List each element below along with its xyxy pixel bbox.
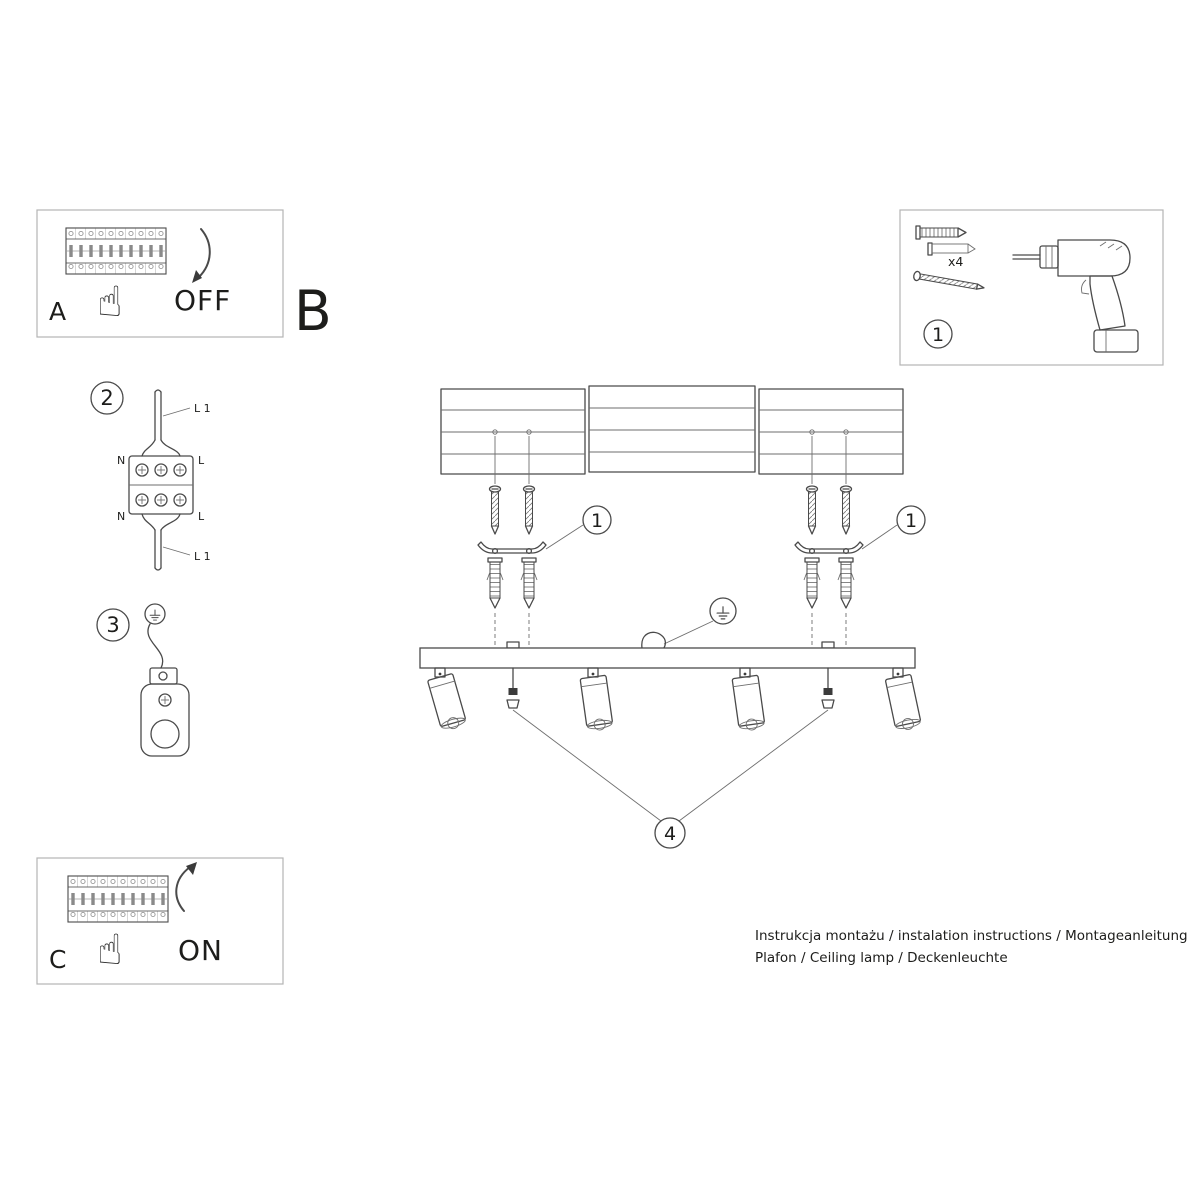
arrow-down-head-icon (192, 270, 202, 283)
arrow-down-icon (198, 228, 211, 278)
wire-top-cap (154, 389, 162, 393)
mounting-screw-icon (522, 485, 536, 535)
wiring-callout: 2 (100, 386, 113, 410)
bracket-left-callout-circle (582, 505, 612, 535)
spotlight-1 (426, 667, 468, 733)
grounding-callout: 3 (106, 613, 119, 637)
wire-bottom-cap (154, 567, 162, 571)
bar-mount-tab (506, 641, 520, 649)
footer-line1: Instrukcja montażu / instalation instruc… (755, 928, 1188, 944)
wiring-callout-circle (90, 381, 124, 415)
mounting-bracket-icon (477, 541, 547, 555)
circuit-breaker-icon (66, 874, 170, 924)
label-l-top: L (198, 454, 205, 467)
ground-leader (663, 620, 714, 645)
fixing-set-right: 1 (794, 436, 926, 646)
earth-symbol-icon (144, 603, 166, 625)
label-l-bottom: L (198, 510, 205, 523)
terminal-screw-icon (173, 493, 187, 507)
arrow-up-head-icon (186, 862, 197, 875)
panel-a-border (36, 209, 284, 338)
footer: Instrukcja montażu / instalation instruc… (755, 928, 1188, 966)
bolt-left-leader (512, 709, 662, 822)
ground-cable (641, 631, 667, 650)
wire-top-label: L 1 (194, 402, 211, 415)
panel-c: ☝ ON C (36, 857, 284, 985)
terminal-screw-icon (154, 493, 168, 507)
bracket-right-callout: 1 (905, 510, 917, 532)
parts-panel-border (899, 209, 1164, 366)
circuit-breaker-icon (64, 226, 168, 276)
screws-callout: 4 (664, 823, 676, 845)
spot-shade-icon (731, 674, 766, 733)
mounting-screw-icon (805, 485, 819, 535)
screws-callout-circle (654, 817, 686, 849)
terminal-screw-icon (135, 463, 149, 477)
wall-anchor-icon (520, 557, 538, 609)
hand-icon: ☝ (97, 925, 123, 974)
wire-bottom-label: L 1 (194, 550, 211, 563)
fixture-ground (641, 597, 737, 650)
screw-icon (913, 270, 985, 290)
spotlight-3 (731, 667, 766, 733)
section-b-label: B (294, 279, 332, 343)
terminal-screw-icon (135, 493, 149, 507)
on-label: ON (178, 934, 223, 967)
spot-shade-icon (426, 672, 468, 733)
plug-qty-label: x4 (948, 254, 963, 269)
bracket-left-leader (545, 524, 584, 550)
earth-glyph-icon (149, 609, 161, 621)
bar-mount-tab (821, 641, 835, 649)
terminal-screw-icon (173, 463, 187, 477)
fixing-bolt-icon (821, 667, 835, 709)
wall-anchor-icon (837, 557, 855, 609)
parts-callout-circle (923, 319, 953, 349)
ground-symbol-icon (709, 597, 737, 625)
wire-top-leader (162, 407, 191, 417)
panel-a: ☝ OFF A (36, 209, 284, 338)
bracket-right-callout-circle (896, 505, 926, 535)
wiring-diagram: 2 L 1 N L N L L 1 (90, 381, 211, 571)
spotlight-2 (579, 667, 614, 733)
mounting-screw-icon (488, 485, 502, 535)
bolt-right-leader (678, 709, 829, 822)
grounding-diagram: 3 (96, 603, 190, 757)
ceiling-panel (440, 385, 904, 475)
fixing-set-left: 1 (477, 436, 612, 646)
spot-shade-icon (884, 673, 923, 733)
mounting-bracket-icon (794, 541, 864, 555)
wall-plug-icon (915, 225, 976, 256)
wall-anchor-icon (803, 557, 821, 609)
grounding-callout-circle (96, 608, 130, 642)
wall-anchor-icon (486, 557, 504, 609)
spot-shade-icon (579, 674, 614, 733)
lamp-bar (419, 641, 916, 669)
mounting-assembly: 1 1 (419, 385, 926, 849)
fixing-bolt-icon (506, 667, 520, 709)
bracket-left-callout: 1 (591, 510, 603, 532)
hand-icon: ☝ (97, 277, 123, 326)
wire-bottom-leader (162, 546, 191, 556)
footer-line2: Plafon / Ceiling lamp / Deckenleuchte (755, 950, 1008, 966)
parts-panel: x4 1 (899, 209, 1164, 366)
panel-c-border (36, 857, 284, 985)
bracket-right-leader (861, 524, 898, 550)
label-n-top: N (117, 454, 125, 467)
mounting-screw-icon (839, 485, 853, 535)
arrow-up-icon (175, 866, 191, 912)
parts-callout: 1 (932, 324, 944, 346)
label-n-bottom: N (117, 510, 125, 523)
ground-glyph-icon (716, 606, 730, 620)
drill-icon (1012, 239, 1139, 353)
terminal-screw-icon (154, 463, 168, 477)
panel-a-label: A (49, 297, 66, 326)
bar-body (419, 647, 916, 669)
ground-wire (147, 623, 164, 669)
cable-clamp-icon (140, 667, 190, 757)
spotlight-4 (884, 667, 923, 733)
off-label: OFF (174, 284, 231, 317)
panel-c-label: C (49, 945, 66, 974)
